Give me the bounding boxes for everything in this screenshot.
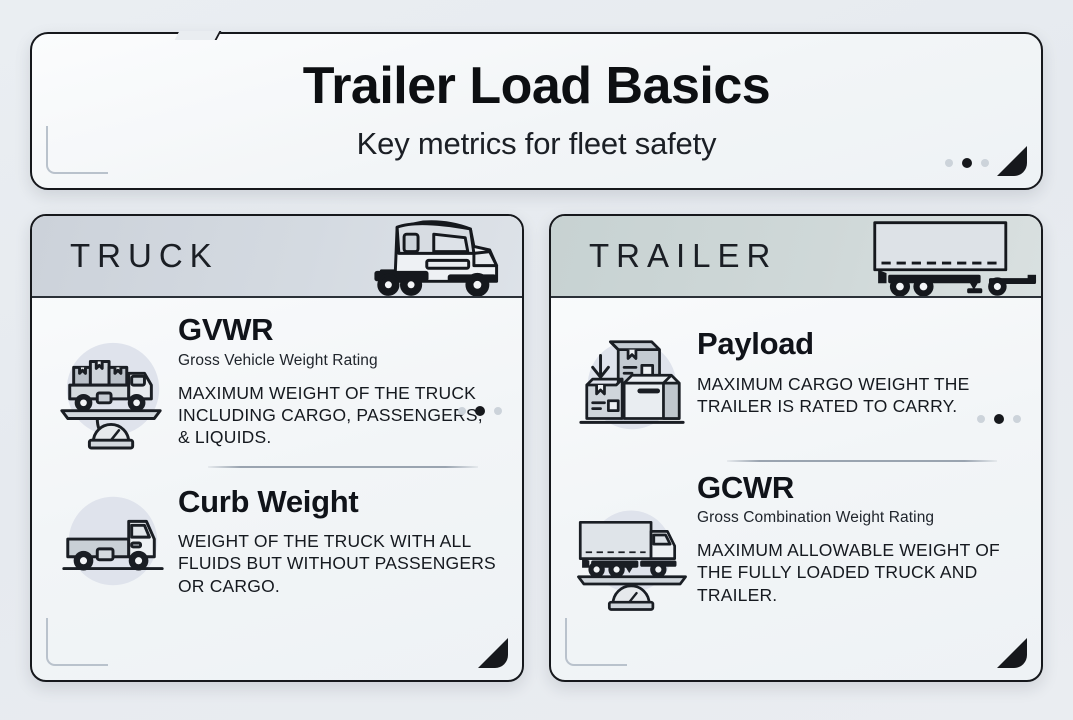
cargo-boxes-icon xyxy=(573,328,691,446)
header-notch-decoration xyxy=(174,31,222,40)
panel-truck: TRUCK xyxy=(30,214,524,682)
panel-truck-divider xyxy=(208,466,478,468)
metric-text-gcwr: GCWR Gross Combination Weight Rating MAX… xyxy=(691,469,1017,607)
panel-truck-dot-indicator xyxy=(458,406,502,416)
panel-trailer: TRAILER xyxy=(549,214,1043,682)
panel-trailer-dot-indicator xyxy=(977,414,1021,424)
metric-description: MAXIMUM CARGO WEIGHT THE TRAILER IS RATE… xyxy=(697,373,970,416)
metric-text-curb-weight: Curb Weight WEIGHT OF THE TRUCK WITH ALL… xyxy=(172,478,498,598)
metric-subtitle: Gross Vehicle Weight Rating xyxy=(178,351,378,369)
metric-entry-gcwr: GCWR Gross Combination Weight Rating MAX… xyxy=(551,469,1041,614)
metric-entry-gvwr: GVWR Gross Vehicle Weight Rating MAXIMUM… xyxy=(32,312,522,450)
panel-truck-heading: TRUCK xyxy=(70,237,219,274)
metric-description: MAXIMUM ALLOWABLE WEIGHT OF THE FULLY LO… xyxy=(697,540,1000,605)
metric-text-payload: Payload MAXIMUM CARGO WEIGHT THE TRAILER… xyxy=(691,322,1017,417)
empty-flatbed-truck-icon xyxy=(54,484,172,602)
dot-3 xyxy=(981,159,989,167)
metric-subtitle: Gross Combination Weight Rating xyxy=(697,509,935,527)
metric-description: MAXIMUM WEIGHT OF THE TRUCK INCLUDING CA… xyxy=(178,382,483,448)
panel-truck-header: TRUCK xyxy=(32,216,522,298)
truck-trailer-on-scale-icon xyxy=(573,496,691,614)
panel-trailer-heading: TRAILER xyxy=(589,237,778,274)
metric-description: WEIGHT OF THE TRUCK WITH ALL FLUIDS BUT … xyxy=(178,531,496,596)
dot-3 xyxy=(494,407,502,415)
panel-truck-body: GVWR Gross Vehicle Weight Rating MAXIMUM… xyxy=(32,312,522,680)
dot-1 xyxy=(945,159,953,167)
panel-trailer-body: Payload MAXIMUM CARGO WEIGHT THE TRAILER… xyxy=(551,322,1041,680)
dot-2-active xyxy=(475,406,485,416)
metric-entry-curb-weight: Curb Weight WEIGHT OF THE TRUCK WITH ALL… xyxy=(32,478,522,602)
dot-1 xyxy=(458,407,466,415)
page-subtitle: Key metrics for fleet safety xyxy=(356,125,717,161)
dot-2-active xyxy=(994,414,1004,424)
semi-truck-cab-icon xyxy=(374,220,499,296)
page-title: Trailer Load Basics xyxy=(302,57,771,115)
loaded-truck-on-scale-icon xyxy=(54,332,172,450)
panel-trailer-divider xyxy=(727,460,997,462)
dot-3 xyxy=(1013,415,1021,423)
header-dot-indicator xyxy=(945,158,989,168)
metric-entry-payload: Payload MAXIMUM CARGO WEIGHT THE TRAILER… xyxy=(551,322,1041,446)
header-card: Trailer Load Basics Key metrics for flee… xyxy=(30,31,1043,190)
panel-trailer-header: TRAILER xyxy=(551,216,1041,298)
metric-title: GVWR xyxy=(178,312,274,347)
metric-title: Curb Weight xyxy=(178,483,359,519)
metric-title: Payload xyxy=(697,326,814,361)
box-trailer-icon xyxy=(872,221,1036,296)
metric-text-gvwr: GVWR Gross Vehicle Weight Rating MAXIMUM… xyxy=(172,312,498,449)
dot-1 xyxy=(977,415,985,423)
metric-title: GCWR xyxy=(697,469,794,505)
dot-2-active xyxy=(962,158,972,168)
